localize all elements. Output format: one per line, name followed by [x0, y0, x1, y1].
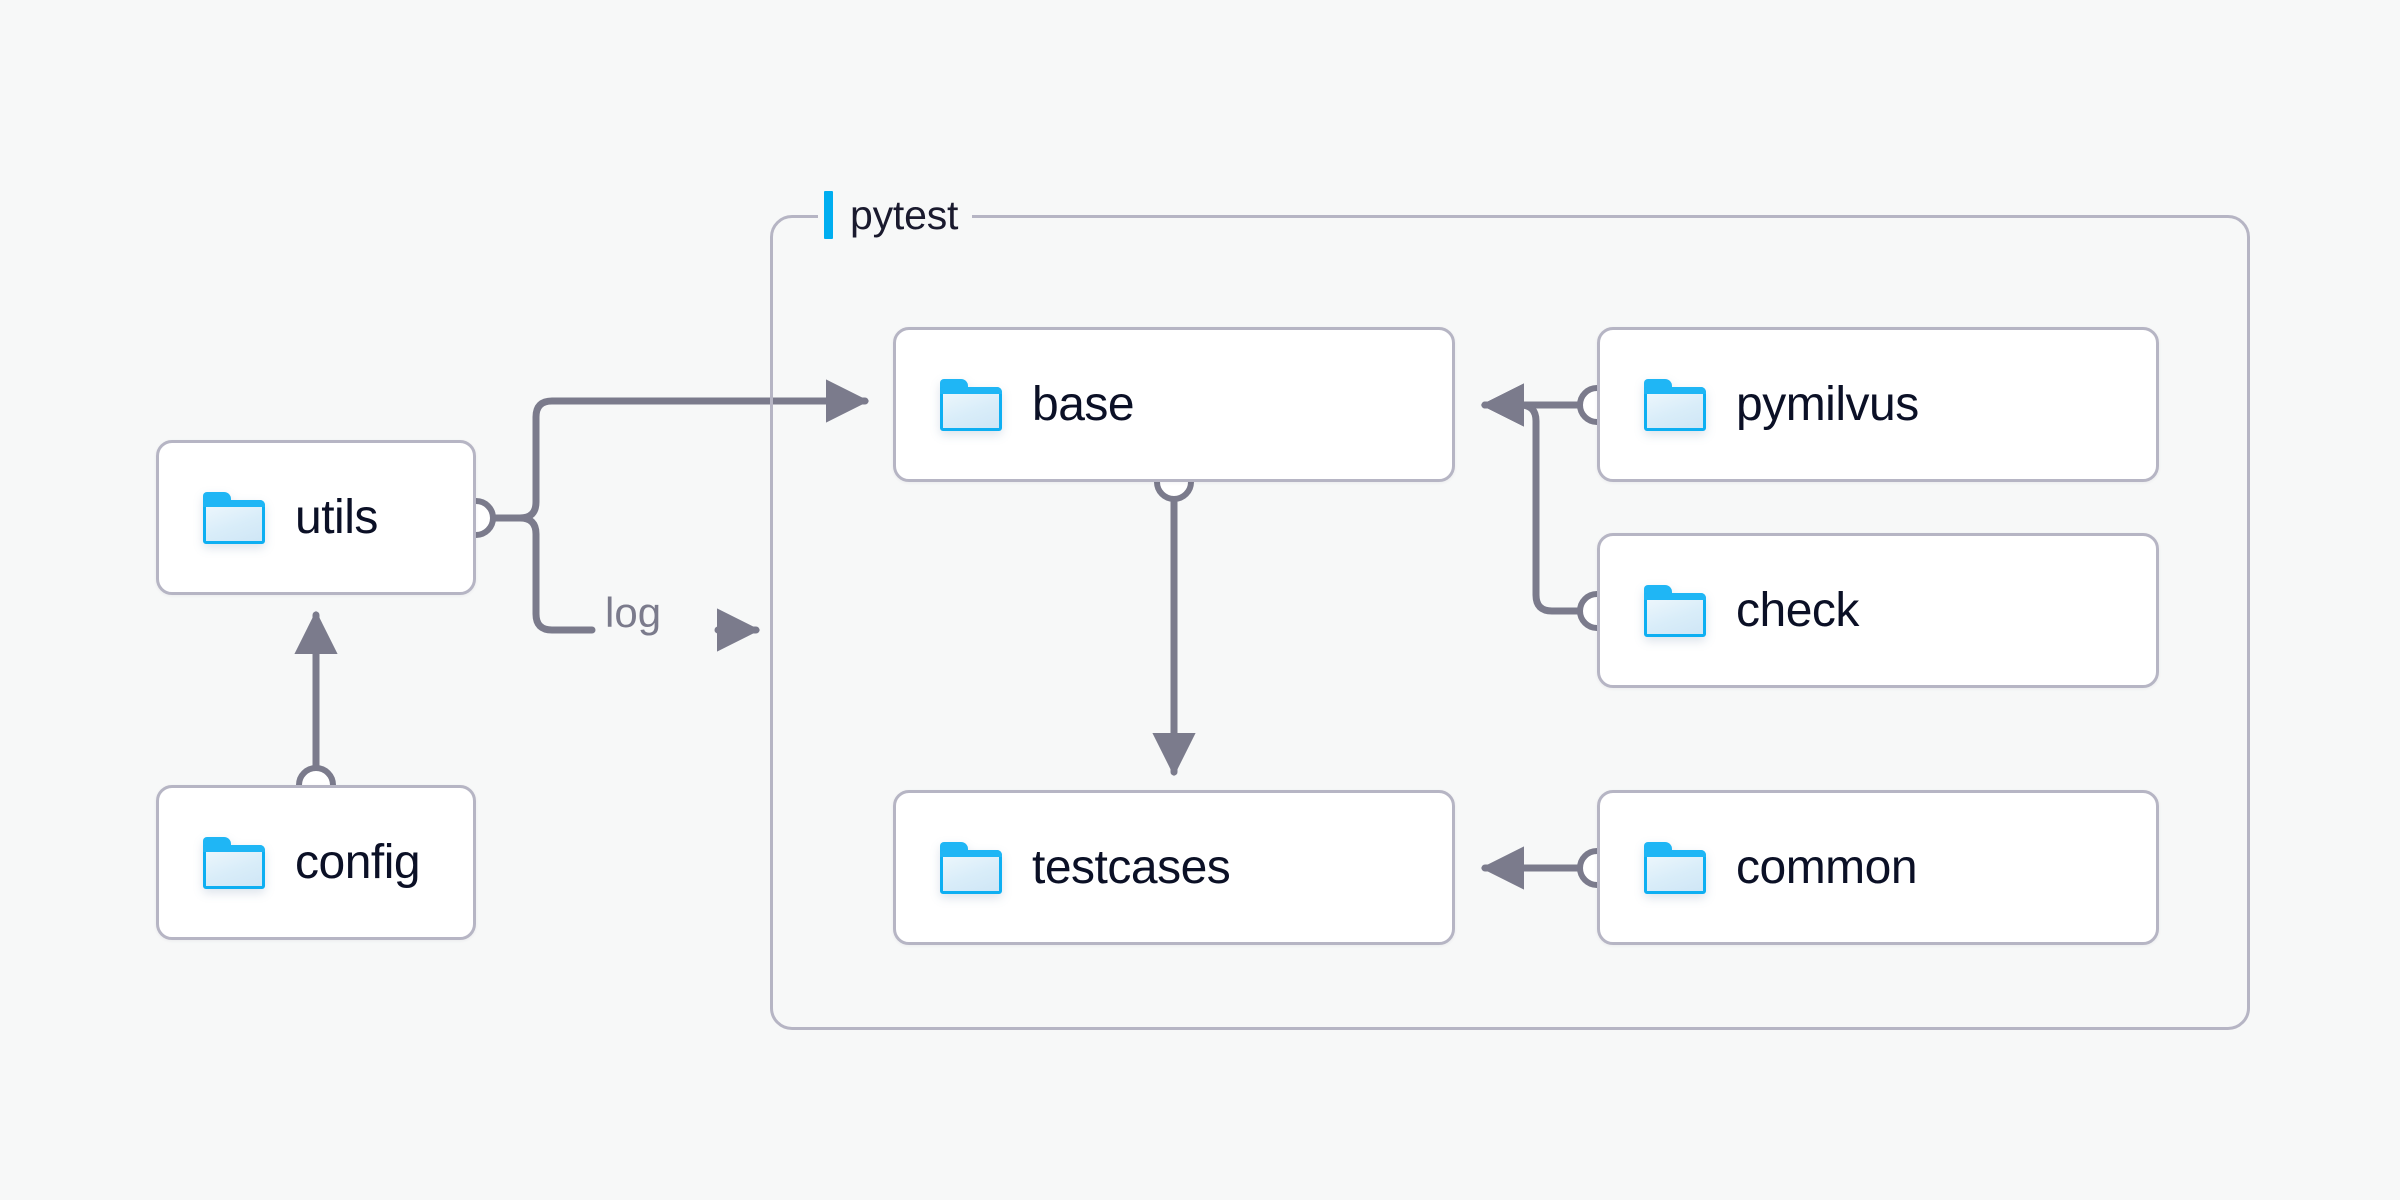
node-config[interactable]: config: [156, 785, 476, 940]
node-check-label: check: [1736, 583, 1859, 637]
node-base-label: base: [1032, 377, 1135, 431]
node-utils[interactable]: utils: [156, 440, 476, 595]
group-pytest-label: pytest: [818, 186, 973, 244]
node-testcases-label: testcases: [1032, 840, 1231, 894]
node-testcases[interactable]: testcases: [893, 790, 1455, 945]
folder-icon: [1644, 378, 1706, 431]
folder-icon: [940, 378, 1002, 431]
edge-label-log: log: [605, 589, 662, 636]
group-pytest-title: pytest: [850, 191, 959, 238]
node-config-label: config: [295, 835, 421, 889]
node-utils-label: utils: [295, 490, 378, 544]
node-pymilvus[interactable]: pymilvus: [1597, 327, 2159, 482]
folder-icon: [1644, 841, 1706, 894]
folder-icon: [940, 841, 1002, 894]
node-common[interactable]: common: [1597, 790, 2159, 945]
node-check[interactable]: check: [1597, 533, 2159, 688]
folder-icon: [203, 491, 265, 544]
folder-icon: [203, 836, 265, 889]
node-pymilvus-label: pymilvus: [1736, 377, 1919, 431]
node-base[interactable]: base: [893, 327, 1455, 482]
group-pytest[interactable]: [770, 215, 2250, 1030]
group-accent-bar: [824, 191, 833, 239]
folder-icon: [1644, 584, 1706, 637]
node-common-label: common: [1736, 840, 1918, 894]
